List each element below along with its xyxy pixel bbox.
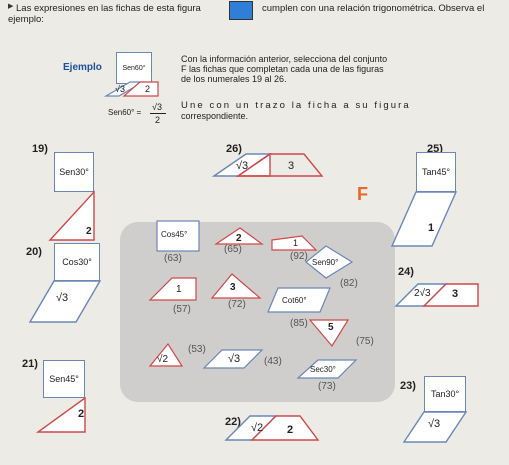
fig25-square-label: Tan45° (421, 167, 451, 177)
example-tri-label: 2 (145, 84, 151, 94)
bullet-arrow-icon: ▶ (8, 3, 14, 10)
fig23-parallelogram (402, 411, 468, 443)
tile-92-label: 1 (293, 238, 299, 248)
tile-cot60-label: Cot60° (282, 296, 307, 305)
tile-92 (271, 235, 318, 251)
tile-57-num: (57) (173, 304, 191, 315)
tile-43 (202, 349, 264, 369)
fig24-triangle (422, 283, 479, 307)
fig26-triangle-outer (235, 153, 324, 177)
example-label: Ejemplo (63, 62, 102, 73)
example-square-label: Sen60° (122, 64, 146, 72)
fig24-num: 24) (398, 266, 414, 278)
fig24-para-label: 2√3 (414, 288, 431, 299)
fig23-para-label: √3 (428, 418, 441, 430)
tile-57 (148, 277, 197, 301)
instructions-l3: de los numerales 19 al 26. (181, 74, 287, 84)
tile-cos45-label: Cos45° (161, 230, 188, 239)
tile-sen90 (305, 245, 354, 279)
fig23-square: Tan30° (424, 376, 466, 412)
tile-72 (210, 273, 262, 299)
tile-sec30-label: Sec30° (310, 365, 336, 374)
example-formula-left: Sen60° = (108, 108, 142, 117)
tile-cot60-num: (85) (290, 318, 308, 329)
tile-53 (148, 342, 184, 367)
fig19-num: 19) (32, 143, 48, 155)
fig26-num: 26) (226, 143, 242, 155)
tile-sec30 (296, 359, 358, 379)
header-text-line2: ejemplo: (8, 14, 44, 25)
fig20-para-label: √3 (56, 292, 69, 304)
fig19-triangle (48, 190, 95, 241)
fig25-para-label: 1 (428, 222, 435, 234)
tile-sen90-label: Sen90° (312, 258, 339, 267)
fig24-tri-label: 3 (452, 288, 459, 300)
tile-72-label: 3 (230, 282, 236, 293)
tile-92-num: (92) (290, 251, 308, 262)
instructions-l1: Con la información anterior, selecciona … (181, 54, 388, 64)
fig22-para-label: √2 (251, 422, 264, 434)
fig20-parallelogram (28, 280, 102, 323)
example-formula-num: √3 (152, 102, 162, 112)
fig22-tri-label: 2 (287, 424, 294, 436)
fig19-square: Sen30° (54, 152, 94, 192)
tile-cos45-num: (63) (164, 253, 182, 264)
fig20-square: Cos30° (54, 243, 100, 281)
fig20-square-label: Cos30° (62, 257, 92, 267)
fig26-tri-label: 3 (288, 160, 295, 172)
fig21-tri-label: 2 (78, 408, 85, 420)
instructions-l2: F las fichas que completan cada una de l… (181, 64, 384, 74)
tile-53-num: (53) (188, 344, 206, 355)
fig26-para-label: √3 (236, 160, 249, 172)
tile-65-label: 2 (236, 233, 242, 244)
set-f-panel (120, 222, 395, 402)
tile-cos45 (156, 220, 200, 252)
fig19-tri-label: 2 (86, 226, 92, 237)
header-square (229, 1, 253, 20)
tile-57-label: 1 (176, 284, 182, 295)
tile-65-num: (65) (224, 244, 242, 255)
tile-sec30-num: (73) (318, 381, 336, 392)
fig25-square: Tan45° (416, 152, 456, 192)
tile-75-num: (75) (356, 336, 374, 347)
tile-53-label: √2 (157, 354, 169, 365)
example-formula-den: 2 (155, 115, 161, 125)
example-triangle (122, 81, 159, 97)
example-para-label: √3 (115, 84, 125, 94)
tile-65 (214, 227, 264, 245)
set-f-label: F (357, 184, 368, 204)
fig21-triangle (35, 396, 86, 433)
fig22-triangle (250, 415, 320, 441)
header-text-b: cumplen con una relación trigonométrica.… (262, 3, 485, 14)
fig21-square-label: Sen45° (49, 374, 79, 384)
tile-cot60 (267, 287, 331, 313)
tile-75 (308, 319, 350, 348)
fig23-square-label: Tan30° (430, 389, 460, 399)
fig21-square: Sen45° (43, 360, 85, 398)
fig21-num: 21) (22, 358, 38, 370)
tile-43-num: (43) (264, 356, 282, 367)
fig25-parallelogram (390, 191, 458, 247)
tile-43-label: √3 (228, 353, 241, 365)
tile-sen90-num: (82) (340, 278, 358, 289)
instructions-l5: correspondiente. (181, 111, 249, 121)
fig19-square-label: Sen30° (59, 167, 89, 177)
header-text-a: Las expresiones en las fichas de esta fi… (16, 3, 201, 14)
example-fraction-bar (150, 113, 166, 114)
fig20-num: 20) (26, 246, 42, 258)
instructions-l4: Une con un trazo la ficha a su figura (181, 100, 411, 111)
fig22-num: 22) (225, 416, 241, 428)
fig23-num: 23) (400, 380, 416, 392)
tile-75-label: 5 (328, 322, 334, 333)
tile-72-num: (72) (228, 299, 246, 310)
